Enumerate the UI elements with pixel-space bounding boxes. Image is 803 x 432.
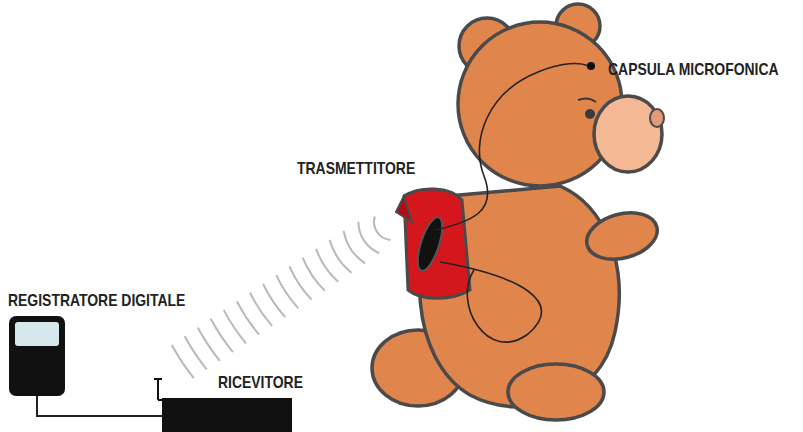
bear-muzzle [594,96,662,172]
part-label: RICEVITORE [218,373,303,393]
radio-wave [358,222,379,253]
radio-wave [374,217,390,240]
radio-wave [344,231,366,263]
recorder-cable [37,396,164,416]
radio-wave [211,319,233,352]
bear-brow [578,98,596,102]
antenna-base [158,399,164,401]
backpack [396,189,470,298]
recorder-body [9,316,65,396]
backpack-body [404,189,470,298]
part-label: REGISTRATORE DIGITALE [8,291,185,311]
radio-wave [198,328,220,361]
receiver-antenna [157,378,159,400]
radio-wave [250,293,272,326]
receiver-body [162,398,292,432]
part-label: CAPSULA MICROFONICA [608,60,779,80]
radio-wave [263,284,285,317]
radio-wave [276,275,298,308]
radio-wave [330,240,352,273]
backpack-flap [396,196,412,222]
wire-loop [440,262,542,342]
microphone-wire [436,64,588,230]
radio-wave [185,336,207,369]
part-label: TRASMETTITORE [297,159,415,179]
digital-recorder [9,316,65,396]
bear-eye [585,109,595,119]
radio-waves [172,217,391,379]
radio-wave [303,258,325,291]
bear-arm [582,205,663,266]
bear-front-foot [508,364,604,420]
bear-head [458,22,622,186]
bear-nose [650,109,664,127]
radio-wave [224,310,246,343]
microphone-capsule [587,62,595,70]
antenna-tip [154,378,162,380]
transmitter [413,215,447,274]
radio-wave [172,345,194,378]
recorder-screen [15,322,59,346]
radio-wave [237,301,259,334]
radio-wave [290,266,312,299]
radio-wave [316,249,338,282]
